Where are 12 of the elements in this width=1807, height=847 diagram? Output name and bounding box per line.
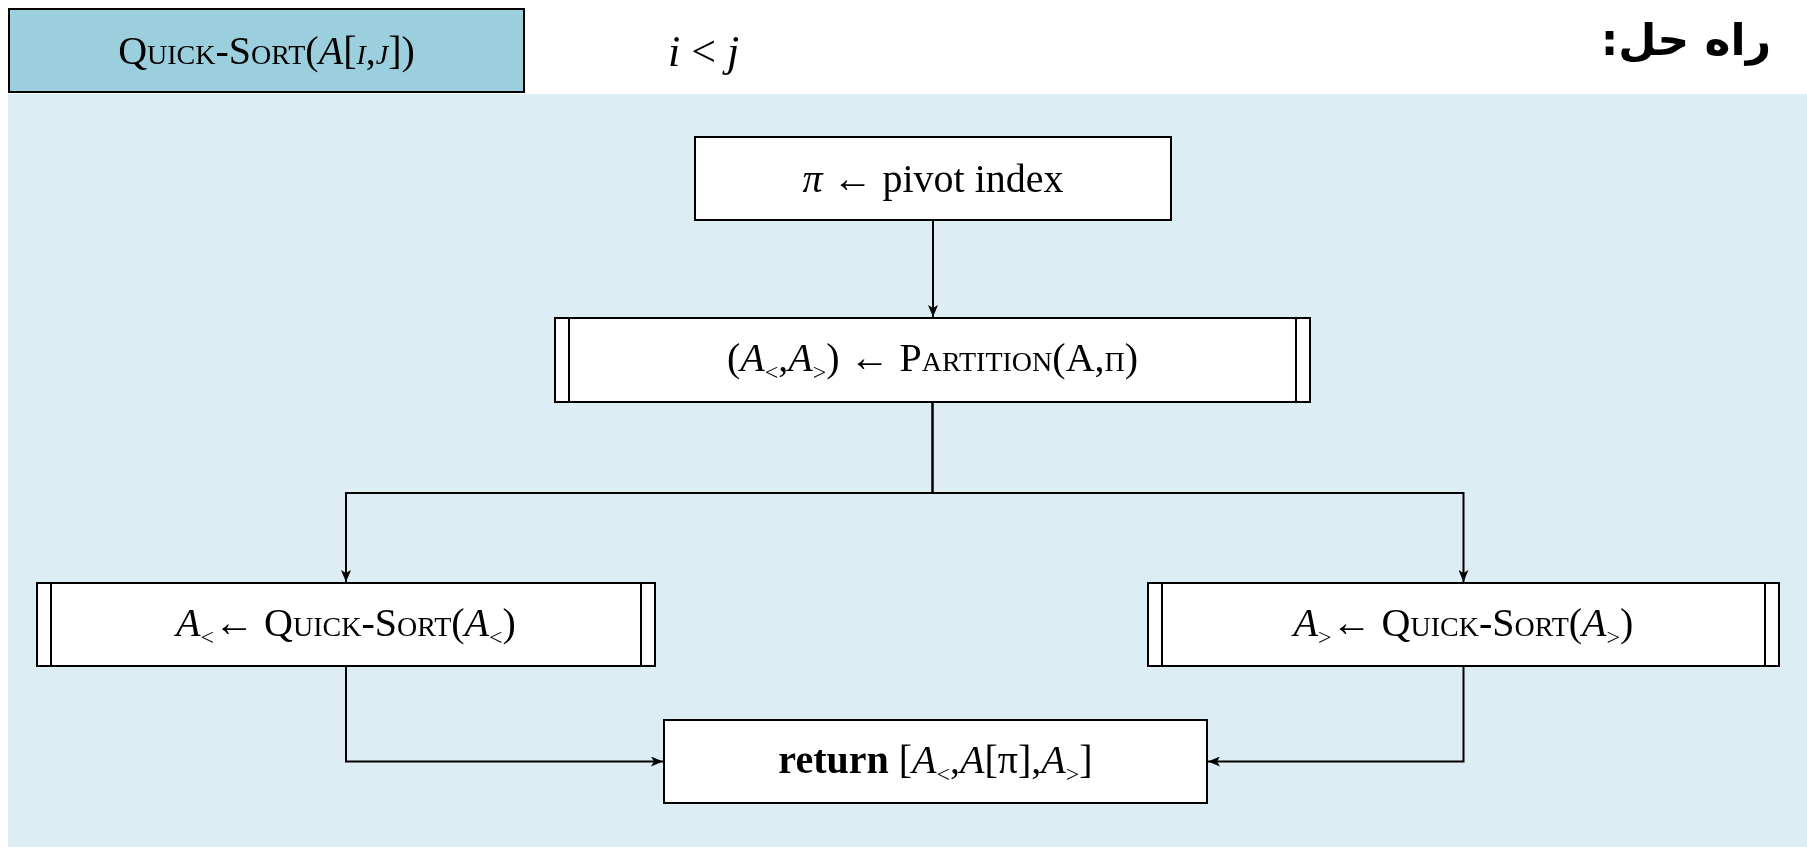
process-box: π ← pivot index <box>694 136 1172 221</box>
condition-text: i < j <box>668 26 740 77</box>
subroutine-box: A$_{<}$← Quick-Sort(A$_{<}$) <box>36 582 656 667</box>
arrow <box>345 666 664 767</box>
arrow <box>928 220 938 318</box>
arrow <box>1207 666 1465 767</box>
arrow <box>931 402 1469 583</box>
subroutine-box: (A$_{<}$,A$_{>}$) ← Partition(A,π) <box>554 317 1311 403</box>
process-box: return [A$_{<}$,A[π],A$_{>}$] <box>663 719 1208 804</box>
subroutine-box: A$_{>}$← Quick-Sort(A$_{>}$) <box>1147 582 1780 667</box>
heading: راه حل: <box>1600 14 1771 65</box>
header-box: Quick-Sort(A[i,j]) <box>8 8 525 93</box>
